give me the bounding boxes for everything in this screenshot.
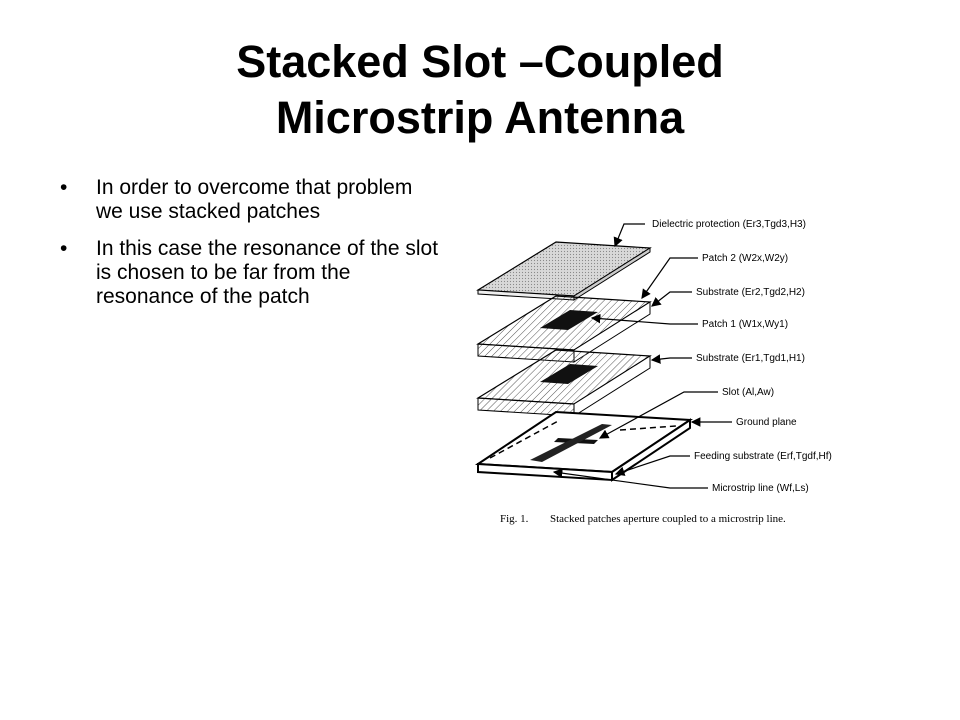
substrate-1-layer bbox=[476, 349, 652, 417]
label-slot: Slot (Al,Aw) bbox=[722, 387, 774, 398]
figure-caption-text: Stacked patches aperture coupled to a mi… bbox=[550, 513, 786, 525]
bullet-text: In this case the resonance of the slot i… bbox=[96, 237, 439, 308]
label-patch-2: Patch 2 (W2x,W2y) bbox=[702, 253, 788, 264]
substrate-2-layer bbox=[476, 295, 652, 363]
label-ground-plane: Ground plane bbox=[736, 417, 797, 428]
label-substrate-2: Substrate (Er2,Tgd2,H2) bbox=[696, 287, 805, 298]
bullet-dot-icon: • bbox=[60, 237, 68, 260]
antenna-figure: Dielectric protection (Er3,Tgd3,H3) Patc… bbox=[470, 208, 850, 538]
ground-plane-layer bbox=[474, 410, 694, 482]
label-substrate-1: Substrate (Er1,Tgd1,H1) bbox=[696, 353, 805, 364]
figure-caption-label: Fig. 1. bbox=[500, 513, 529, 525]
label-feeding-substrate: Feeding substrate (Erf,Tgdf,Hf) bbox=[694, 451, 832, 462]
bullet-item: • In this case the resonance of the slot… bbox=[60, 237, 440, 309]
leader-lines bbox=[552, 223, 732, 489]
patch-2 bbox=[540, 310, 598, 330]
bullet-list: • In order to overcome that problem we u… bbox=[60, 176, 440, 322]
slide-title: Stacked Slot –Coupled Microstrip Antenna bbox=[0, 34, 960, 146]
bullet-dot-icon: • bbox=[60, 176, 68, 199]
title-line-2: Microstrip Antenna bbox=[275, 92, 685, 143]
patch-1 bbox=[540, 364, 598, 384]
title-line-1: Stacked Slot –Coupled bbox=[236, 36, 724, 87]
bullet-text: In order to overcome that problem we use… bbox=[96, 176, 413, 223]
label-patch-1: Patch 1 (W1x,Wy1) bbox=[702, 319, 788, 330]
dielectric-protection-layer bbox=[476, 241, 652, 301]
bullet-item: • In order to overcome that problem we u… bbox=[60, 176, 440, 224]
microstrip-line bbox=[530, 424, 612, 462]
antenna-diagram: Dielectric protection (Er3,Tgd3,H3) Patc… bbox=[474, 219, 832, 525]
label-microstrip-line: Microstrip line (Wf,Ls) bbox=[712, 483, 809, 494]
label-dielectric-protection: Dielectric protection (Er3,Tgd3,H3) bbox=[652, 219, 806, 230]
